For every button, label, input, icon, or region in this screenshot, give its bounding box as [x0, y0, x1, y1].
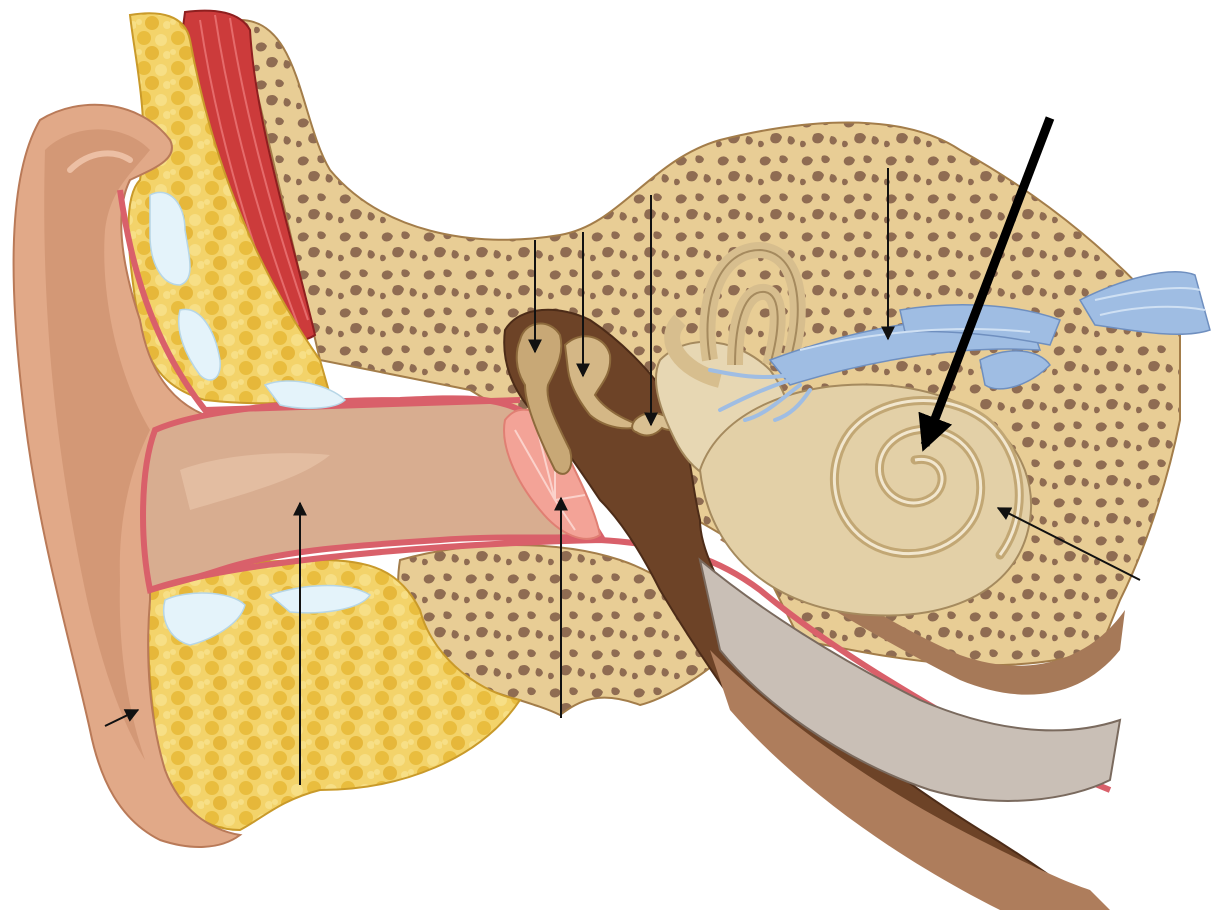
- pointer-arrow: [996, 507, 1141, 581]
- pointer-arrow-bold: [918, 116, 1055, 452]
- canal-lining-upper: [117, 189, 521, 414]
- pointer-arrows: [104, 168, 1141, 785]
- nerve-branches: [708, 368, 812, 422]
- malleus: [515, 322, 573, 475]
- eustachian-tube: [698, 557, 1122, 802]
- cartilage: [149, 191, 372, 646]
- pointer-arrow: [104, 709, 140, 727]
- fat-tissue-upper: [127, 12, 332, 405]
- auricle-fold: [44, 129, 150, 760]
